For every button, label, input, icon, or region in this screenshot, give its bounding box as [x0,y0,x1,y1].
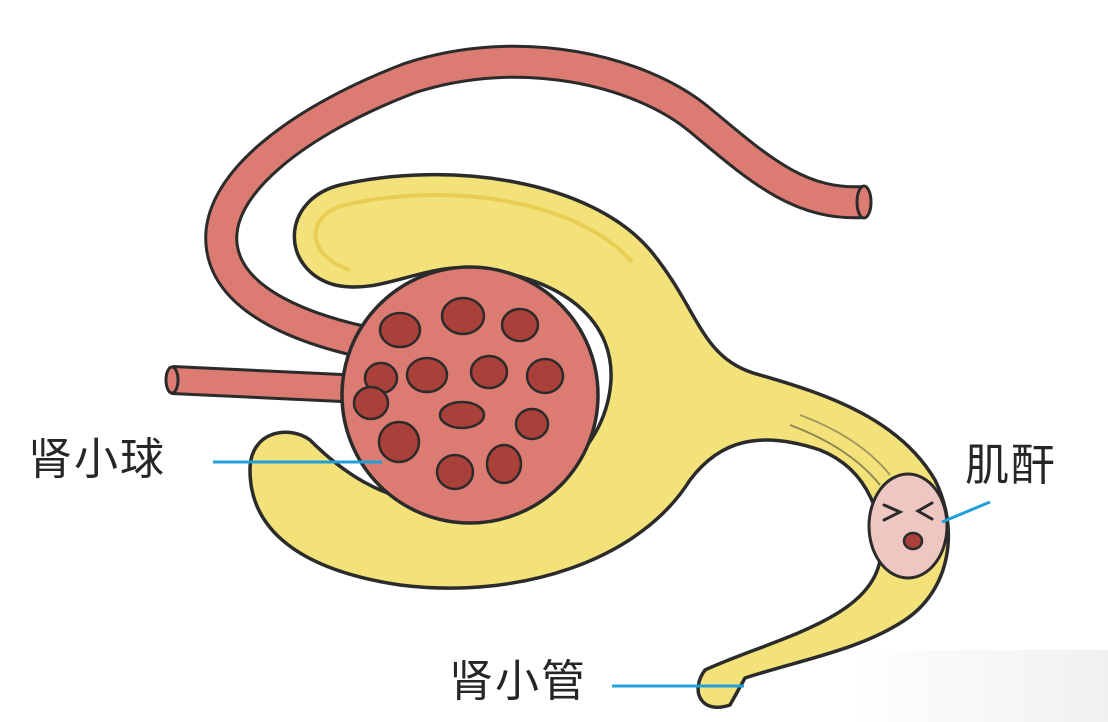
watermark-fade [848,650,1108,722]
creatinine-icon [867,472,949,580]
creatinine-pointer-line [941,500,991,524]
glomerulus-label: 肾小球 [28,434,166,485]
afferent-blood-vessel [204,44,873,365]
creatinine-label: 肌酐 [965,440,1057,491]
tubule-label: 肾小管 [449,656,587,707]
glomerulus-capillaries [352,296,565,491]
glomerulus [340,265,600,525]
